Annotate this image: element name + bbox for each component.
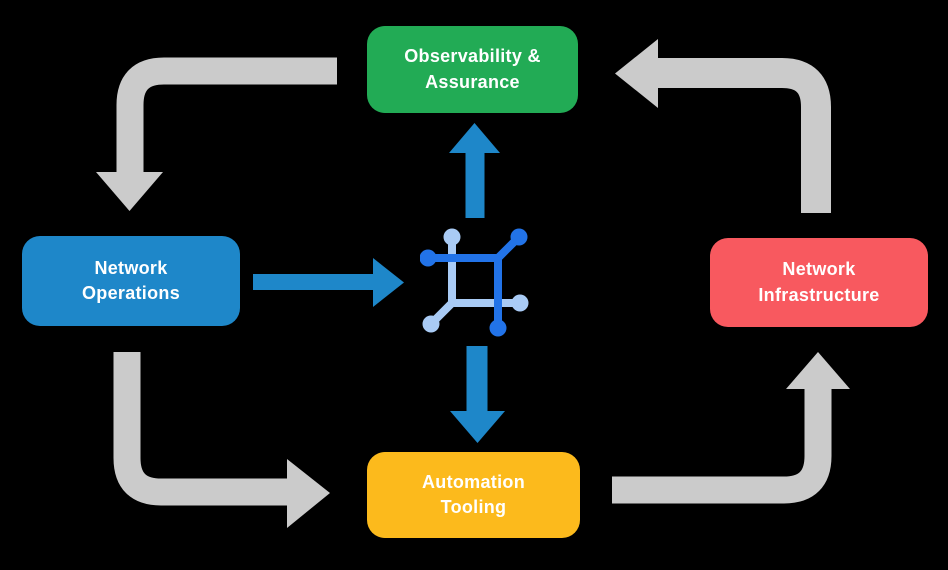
node-infrastructure: Network Infrastructure (710, 238, 928, 327)
arrow-operations-to-center (253, 258, 404, 307)
arrow-operations-to-automation (113, 352, 330, 528)
node-observability: Observability & Assurance (367, 26, 578, 113)
node-infrastructure-label: Network Infrastructure (758, 259, 880, 305)
node-automation-label: Automation Tooling (422, 471, 525, 517)
node-observability-label: Observability & Assurance (404, 46, 541, 92)
node-operations-label: Network Operations (81, 257, 181, 303)
arrow-center-to-automation (450, 346, 505, 443)
icon-dark-branch (420, 228, 528, 337)
arrow-observability-to-operations (96, 57, 337, 211)
node-operations: Network Operations (22, 236, 240, 326)
node-automation: Automation Tooling (367, 452, 580, 538)
arrow-infrastructure-to-observability (615, 39, 831, 213)
arrow-automation-to-infrastructure (612, 352, 850, 504)
network-automation-icon (420, 228, 529, 337)
arrow-center-to-observability (449, 123, 500, 218)
